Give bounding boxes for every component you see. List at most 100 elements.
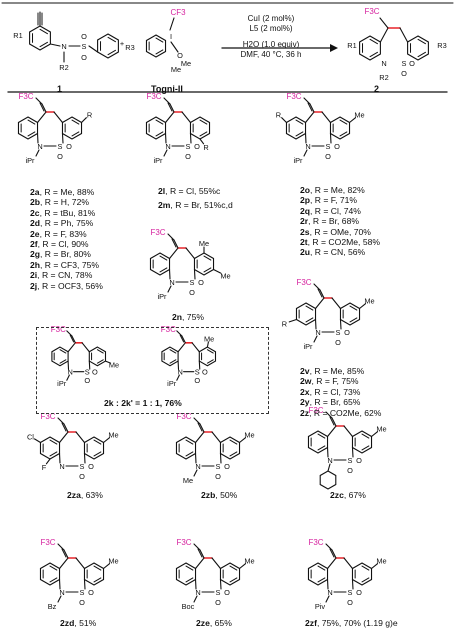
n-label: N (59, 588, 64, 597)
n-substituent-label: iPr (293, 156, 303, 165)
substituent-label: Me (244, 431, 254, 440)
substituent-bond (45, 458, 51, 465)
o-label: O (224, 588, 230, 597)
entry-2zb: 2zb, 50% (201, 490, 238, 500)
n-substituent-bond (193, 469, 198, 477)
s-aryl-bond (329, 132, 332, 144)
substituent-label: Me (244, 557, 254, 566)
o-label: O (325, 152, 331, 161)
aromatic-double-bond (159, 255, 168, 261)
substituent-bond (288, 318, 298, 323)
entry-2o: 2o, R = Me, 82% (300, 185, 365, 195)
s-aryl-bond (83, 578, 86, 590)
aromatic-double-bond (417, 51, 426, 58)
aromatic-double-bond (71, 131, 80, 137)
ring-bond (331, 297, 342, 310)
aromatic-double-bond (206, 349, 214, 354)
n-label: N (195, 462, 200, 471)
aromatic-double-bond (159, 267, 168, 273)
substituent-label: R (282, 320, 287, 329)
aromatic-double-bond (185, 577, 194, 583)
s-aryl-bond (339, 318, 342, 330)
o-label: O (224, 462, 230, 471)
entry-2p: 2p, R = F, 71% (300, 195, 358, 206)
s-label: S (85, 367, 90, 376)
ring-bond (379, 27, 389, 43)
s-aryl-bond (351, 446, 354, 458)
entry-2k: 2k : 2k' = 1 : 1, 76% (104, 398, 182, 408)
n-label: N (59, 462, 64, 471)
ring-bond (58, 431, 69, 444)
vinyl-bond (319, 289, 325, 299)
o-label: O (177, 51, 183, 60)
ring-bond (36, 111, 47, 124)
aromatic-double-bond (349, 317, 358, 323)
aromatic-double-bond (169, 349, 177, 354)
vinyl-bond (331, 417, 337, 427)
entry-2ze: 2ze, 65% (196, 618, 232, 628)
f3c-label: F3C (40, 538, 55, 547)
vinyl-bond (173, 239, 179, 249)
vinyl-double-bond (197, 422, 203, 432)
aromatic-double-bond (339, 119, 348, 125)
aromatic-double-bond (93, 439, 102, 445)
aromatic-double-bond (417, 38, 426, 45)
cf3-bond (35, 97, 43, 105)
aromatic-double-bond (96, 359, 104, 364)
o-label: O (81, 32, 87, 41)
entry-2z: 2z, R = CO2Me, 62% (300, 407, 382, 418)
aromatic-double-bond (27, 131, 36, 137)
entry-2e: 2e, R = F, 83% (30, 228, 87, 239)
s-label: S (336, 328, 341, 337)
ring-bond (326, 557, 337, 570)
s-label: S (216, 462, 221, 471)
o-label: O (194, 376, 200, 385)
o-label: O (334, 142, 340, 151)
o-label: O (215, 472, 221, 481)
vinyl-bond (71, 335, 76, 344)
n-label: N (169, 278, 174, 287)
aromatic-double-bond (369, 38, 378, 45)
aromatic-double-bond (59, 349, 67, 354)
entry-2j: 2j, R = OCF3, 56% (30, 280, 103, 291)
o-label: O (356, 456, 362, 465)
aromatic-double-bond (107, 36, 116, 43)
me-label: Me (181, 59, 191, 68)
aromatic-double-bond (229, 565, 238, 571)
aromatic-double-bond (203, 267, 212, 273)
aromatic-double-bond (27, 119, 36, 125)
n-label: N (61, 42, 66, 51)
ring-bond (75, 431, 86, 444)
aromatic-double-bond (206, 359, 214, 364)
vinyl-double-bond (167, 102, 173, 112)
aromatic-double-bond (361, 565, 370, 571)
s-aryl-bond (351, 578, 354, 590)
s-aryl-bond (83, 452, 86, 464)
f3c-label: F3C (296, 278, 311, 287)
ring-bond (343, 557, 354, 570)
f3c-label: F3C (40, 412, 55, 421)
condition-additive: H2O (1.0 equiv) (242, 40, 300, 49)
aromatic-double-bond (155, 49, 164, 55)
cf3-bond (163, 97, 171, 105)
entry-2v: 2v, R = Me, 85% (300, 366, 365, 376)
cf3-bond (325, 411, 333, 419)
entry-2zc: 2zc, 67% (330, 490, 366, 500)
vinyl-bond (63, 423, 69, 433)
entries-col1: 2a, R = Me, 88% 2b, R = H, 72% 2c, R = t… (30, 187, 103, 291)
f3c-label: F3C (146, 92, 161, 101)
vinyl-bond (63, 549, 69, 559)
n-substituent-bond (66, 374, 70, 381)
cf3-bond (167, 233, 175, 241)
s-label: S (58, 142, 63, 151)
aromatic-double-bond (185, 439, 194, 445)
o-label: O (84, 376, 90, 385)
n-label: N (37, 142, 42, 151)
ring-bond (399, 27, 409, 43)
cf3-bond (303, 97, 311, 105)
r2-label: R2 (59, 63, 68, 72)
entry-2m: 2m, R = Br, 51%c,d (158, 200, 233, 211)
entry-2w: 2w, R = F, 75% (300, 376, 359, 387)
aromatic-double-bond (155, 37, 164, 43)
